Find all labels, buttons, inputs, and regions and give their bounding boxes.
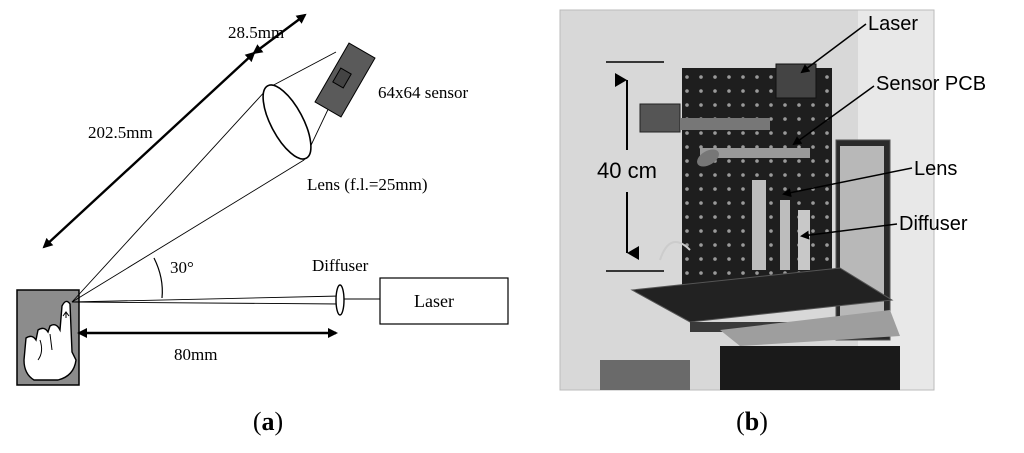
height-label: 40 cm <box>597 158 657 183</box>
diffuser-pointer <box>800 223 898 240</box>
photo-sensor-pcb-label: Sensor PCB <box>876 73 986 95</box>
lens-label: Lens (f.l.=25mm) <box>307 175 428 194</box>
lens-post <box>752 180 766 270</box>
laser-beam-lines <box>71 295 380 305</box>
sensor-label: 64x64 sensor <box>378 83 469 102</box>
distance-dimension-arrow <box>42 51 256 249</box>
camera-box <box>639 103 681 133</box>
monitor-base <box>720 346 900 390</box>
setup-photo: 40 cm Laser Sensor PCB Lens Diffuser (b) <box>559 9 986 436</box>
panel-a-caption: (a) <box>253 407 283 436</box>
sensor-beam-lines <box>71 51 343 303</box>
photo-laser-label: Laser <box>868 13 918 35</box>
laser-pointer <box>800 23 867 74</box>
sensor-block <box>314 42 376 118</box>
laser-module <box>775 63 817 99</box>
diffuser-post <box>798 210 810 270</box>
photo-diffuser-label: Diffuser <box>899 213 968 235</box>
panel-b-caption: (b) <box>736 407 768 436</box>
sensor-pcb-board <box>700 148 810 158</box>
horizontal-distance-label: 80mm <box>174 345 217 364</box>
finger-target <box>16 289 80 386</box>
sensor-lens-mount <box>332 67 352 89</box>
schematic-diagram: 28.5mm 202.5mm 64x64 sensor Lens (f.l.=2… <box>16 13 509 436</box>
laser-box <box>379 277 509 325</box>
base-plate <box>630 267 894 323</box>
lens-pointer <box>782 167 913 198</box>
sensor-gap-label: 28.5mm <box>228 23 284 42</box>
sensor-gap-dimension-arrow <box>252 13 307 55</box>
photo-lens-label: Lens <box>914 158 957 180</box>
distance-label: 202.5mm <box>88 123 153 142</box>
angle-arc <box>153 257 163 299</box>
angle-label: 30° <box>170 258 194 277</box>
finger-icon <box>23 300 77 381</box>
lens-shape <box>262 84 312 160</box>
schematic-panel: 28.5mm 202.5mm 64x64 sensor Lens (f.l.=2… <box>16 13 509 436</box>
sensor-pcb-pointer <box>792 85 875 146</box>
photo-panel: 40 cm Laser Sensor PCB Lens Diffuser (b) <box>540 0 1024 448</box>
diffuser-shape <box>335 284 345 316</box>
diffuser-label: Diffuser <box>312 256 369 275</box>
laser-label: Laser <box>414 291 454 311</box>
